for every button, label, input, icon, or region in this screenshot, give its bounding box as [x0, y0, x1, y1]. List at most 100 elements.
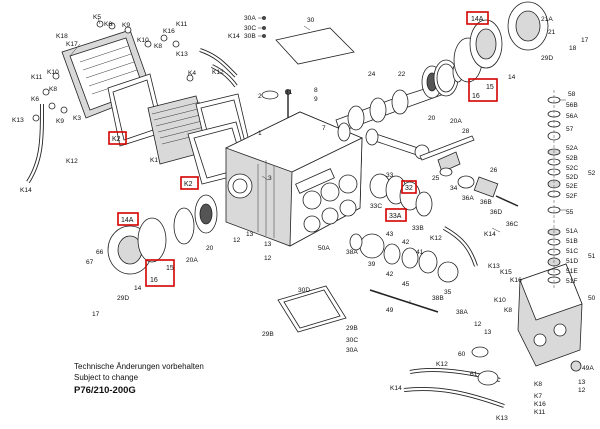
label-52d: 52D	[566, 174, 578, 181]
label-33a: 33A	[389, 213, 402, 220]
label-14-left: 14	[134, 285, 142, 292]
label-30a-b: 30A	[346, 347, 358, 354]
label-21: 21	[548, 29, 556, 36]
label-k9: K9	[122, 22, 130, 29]
label-30: 30	[307, 17, 315, 24]
label-28: 28	[462, 128, 470, 135]
label-12c: 12	[474, 321, 482, 328]
label-k13d: K13	[496, 415, 508, 422]
note-english: Subject to change	[74, 372, 139, 382]
label-18: 18	[569, 45, 577, 52]
label-k12b: K12	[66, 158, 78, 165]
highlight-box-15-16-left	[145, 259, 175, 287]
highlight-box-14a-top	[466, 11, 489, 25]
label-21a: 21A	[541, 16, 553, 23]
label-k12d: K12	[436, 361, 448, 368]
label-20a-left: 20A	[186, 257, 198, 264]
label-34: 34	[450, 185, 458, 192]
label-17: 17	[581, 37, 589, 44]
label-38b: 38B	[432, 295, 444, 302]
crankshaft-assembly	[335, 83, 445, 142]
label-20: 20	[428, 115, 436, 122]
bearing-cover-right	[453, 1, 549, 83]
label-k14: K14	[228, 33, 240, 40]
small-screws-upper-left	[32, 20, 194, 122]
label-39: 39	[368, 261, 376, 268]
label-20a: 20A	[450, 118, 462, 125]
label-k12: K12	[212, 69, 224, 76]
tray-30d	[277, 285, 347, 333]
label-k13c: K13	[488, 263, 500, 270]
label-k13b: K13	[12, 117, 24, 124]
highlight-box-33a	[385, 208, 407, 222]
label-k12c: K12	[430, 235, 442, 242]
label-36a: 36A	[462, 195, 474, 202]
label-12-left-b: 12	[264, 255, 272, 262]
label-29b-b: 29B	[346, 325, 358, 332]
label-9: 9	[314, 96, 318, 103]
label-51e: 51E	[566, 268, 578, 275]
label-k17: K17	[66, 41, 78, 48]
label-56b: 56B	[566, 102, 578, 109]
label-33b: 33B	[412, 225, 424, 232]
label-3: 3	[268, 175, 272, 182]
label-k2-upper: K2	[112, 136, 121, 143]
label-33: 33	[386, 172, 394, 179]
label-49a: 49A	[582, 365, 594, 372]
ring-20-right	[433, 59, 459, 97]
label-22: 22	[398, 71, 406, 78]
label-52c: 52C	[566, 165, 578, 172]
label-52e: 52E	[566, 183, 578, 190]
label-43: 43	[386, 231, 394, 238]
label-56a: 56A	[566, 113, 578, 120]
label-24: 24	[368, 71, 376, 78]
label-51: 51	[588, 253, 596, 260]
label-k6b: K6	[31, 96, 39, 103]
valve-parts-38-45	[349, 233, 459, 283]
label-60: 60	[458, 351, 466, 358]
label-31: 31	[285, 89, 293, 96]
plunger-parts-34-36	[439, 167, 519, 207]
label-29b: 29B	[262, 331, 274, 338]
label-20-left: 20	[206, 245, 214, 252]
label-k10b: K10	[47, 69, 59, 76]
label-14a-top: 14A	[471, 16, 484, 23]
valve-stack-52	[547, 90, 561, 290]
label-45: 45	[402, 281, 410, 288]
label-51c: 51C	[566, 248, 578, 255]
label-61: 61	[470, 371, 478, 378]
hose-k14-top	[199, 48, 238, 88]
label-67: 67	[86, 259, 94, 266]
label-52f: 52F	[566, 193, 577, 200]
highlight-box-15-16-top	[468, 78, 498, 102]
label-k5: K5	[93, 14, 101, 21]
label-15-top: 15	[486, 84, 494, 91]
label-k10: K10	[137, 37, 149, 44]
label-51b: 51B	[566, 238, 578, 245]
label-36d: 36D	[490, 209, 502, 216]
label-2: 2	[258, 93, 262, 100]
label-14: 14	[508, 74, 516, 81]
label-52: 52	[588, 170, 596, 177]
label-49: 49	[386, 307, 394, 314]
manifold-block	[517, 263, 583, 367]
plugs-60-61	[471, 346, 582, 386]
leader-lines	[69, 17, 566, 304]
label-k13: K13	[176, 51, 188, 58]
label-33c: 33C	[370, 203, 382, 210]
label-58: 58	[568, 91, 576, 98]
label-38a-b: 38A	[456, 309, 468, 316]
label-13d: 13	[578, 379, 586, 386]
label-52b: 52B	[566, 155, 578, 162]
label-k1: K1	[150, 157, 158, 164]
dipstick-31	[285, 89, 291, 118]
label-k16c: K16	[534, 401, 546, 408]
label-36c: 36C	[506, 221, 518, 228]
label-k3: K3	[73, 115, 81, 122]
highlight-box-14a-left	[117, 212, 139, 226]
label-k2-lower: K2	[184, 181, 193, 188]
label-15-left: 15	[166, 265, 174, 272]
label-50a: 50A	[318, 245, 330, 252]
